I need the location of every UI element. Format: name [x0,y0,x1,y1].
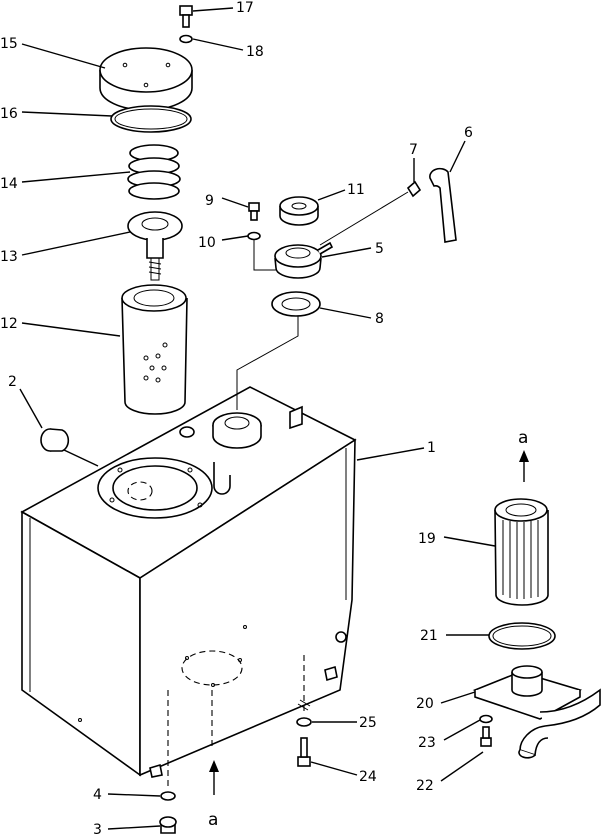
assembly-lines [167,191,409,790]
cover-15 [99,47,193,111]
label-24: 24 [359,769,377,785]
plug-2 [40,428,70,452]
label-12: 12 [0,316,18,332]
bolt-24 [297,737,311,767]
clamp-7 [406,180,422,198]
gasket-4 [160,791,176,801]
breather-5 [274,241,334,279]
arrow-a-bottom [209,760,219,795]
label-1: 1 [427,440,436,456]
label-7: 7 [409,142,418,158]
o-ring-16 [110,105,192,133]
gasket-8 [271,291,321,317]
label-8: 8 [375,311,384,327]
label-23: 23 [418,735,436,751]
arrow-a-top [519,450,529,482]
label-a-bottom: a [208,810,218,830]
label-9: 9 [205,193,214,209]
washer-23 [479,714,493,724]
washer-10 [247,231,261,241]
bolt-22 [480,726,492,747]
label-21: 21 [420,628,438,644]
label-18: 18 [246,44,264,60]
label-25: 25 [359,715,377,731]
suction-flange-20 [472,665,601,759]
label-17: 17 [236,0,254,16]
label-19: 19 [418,531,436,547]
label-10: 10 [198,235,216,251]
valve-13 [127,211,183,281]
label-6: 6 [464,125,473,141]
washer-25 [296,717,312,727]
spring-14 [127,144,181,200]
label-5: 5 [375,241,384,257]
label-a-top: a [518,428,528,448]
label-22: 22 [416,778,434,794]
leader-lines [19,7,496,830]
bolt-17 [179,5,193,28]
cap-11 [279,196,319,226]
label-15: 15 [0,36,18,52]
bolt-9 [248,202,260,221]
label-16: 16 [0,106,18,122]
label-4: 4 [93,787,102,803]
label-11: 11 [347,182,365,198]
filter-19 [494,498,549,606]
label-14: 14 [0,176,18,192]
label-20: 20 [416,696,434,712]
filter-element-12 [121,284,188,415]
label-2: 2 [8,374,17,390]
label-3: 3 [93,822,102,837]
label-13: 13 [0,249,18,265]
tank-body [20,386,357,778]
hose-6 [429,167,457,243]
washer-18 [179,34,193,44]
part-labels: 17 18 15 16 14 13 12 2 9 10 11 5 7 6 8 1… [0,0,528,837]
o-ring-21 [488,622,556,650]
drain-plug-3 [159,816,177,834]
